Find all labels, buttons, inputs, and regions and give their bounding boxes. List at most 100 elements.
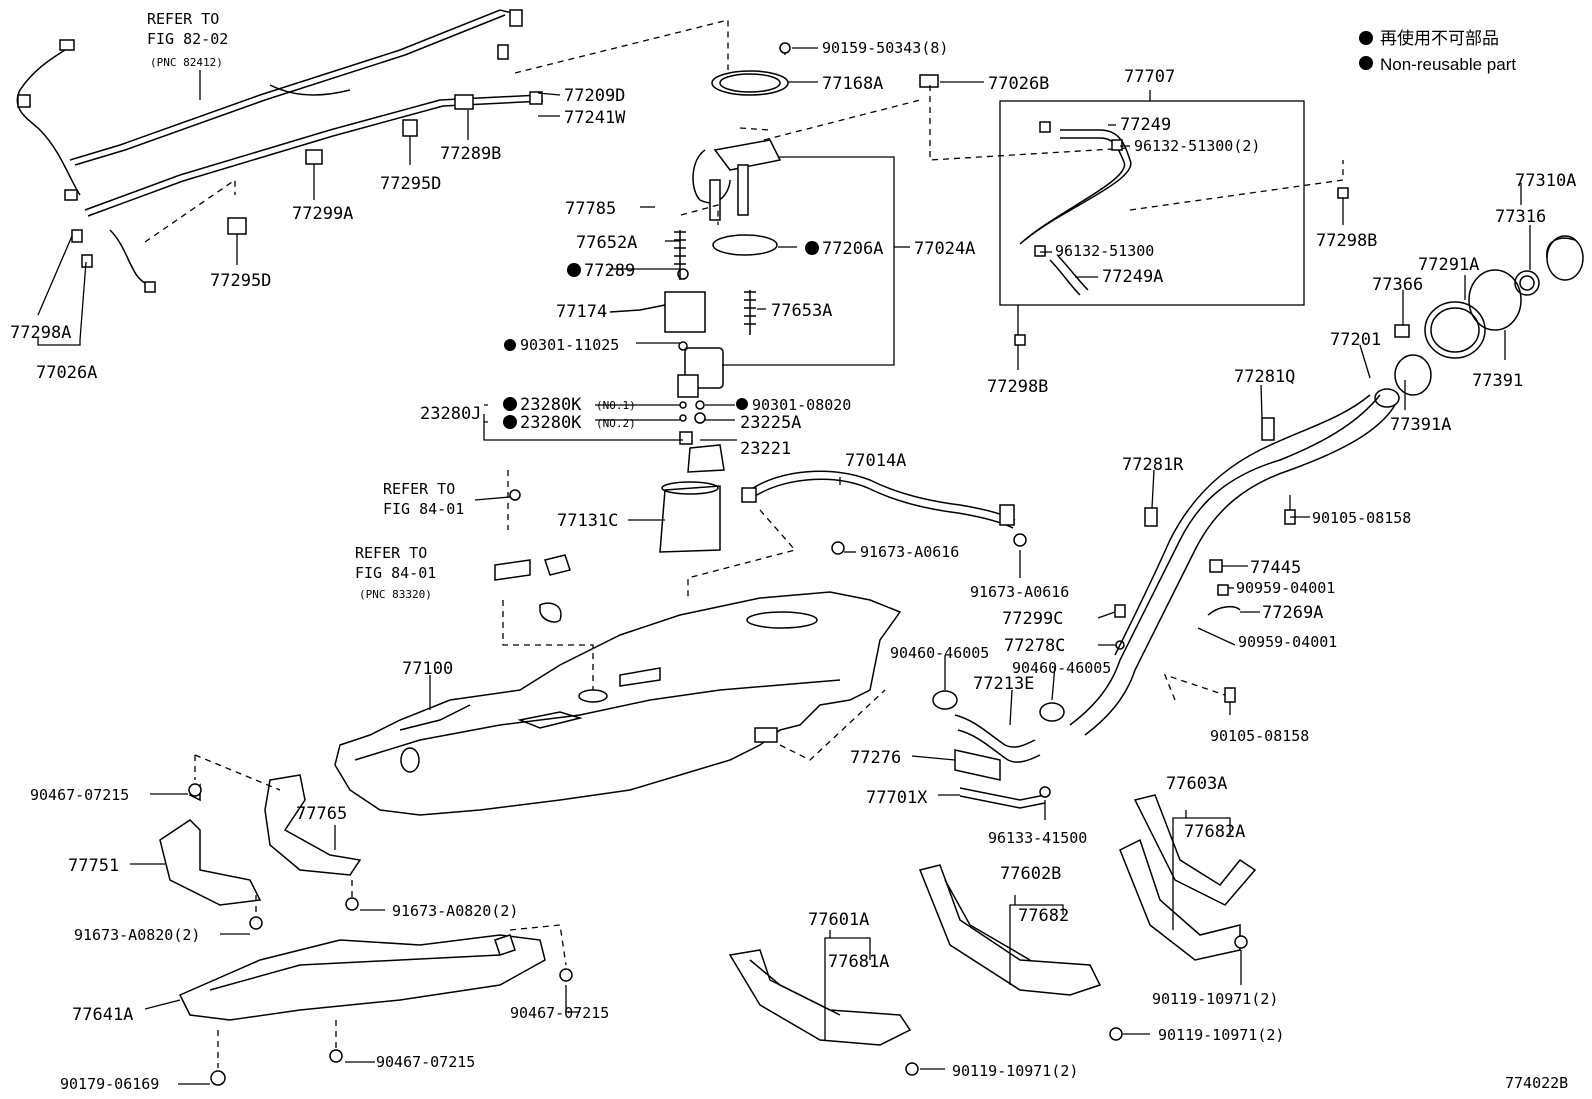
part-label: 77249 — [1120, 115, 1171, 135]
part-label: 91673-A0616 — [860, 543, 959, 561]
part-label: 77174 — [556, 302, 607, 322]
part-label: 77026A — [36, 363, 97, 383]
part-label: 77445 — [1250, 558, 1301, 578]
part-label: 77391 — [1472, 371, 1523, 391]
part-label: 90301-11025 — [520, 336, 619, 354]
part-label: 77298B — [1316, 231, 1377, 251]
part-label: 77168A — [822, 74, 883, 94]
part-label: 90119-10971(2) — [1158, 1026, 1284, 1044]
part-label: 96132-51300(2) — [1134, 137, 1260, 155]
part-label: 77213E — [973, 674, 1034, 694]
part-label: (NO.2) — [596, 417, 636, 430]
part-label: 77701X — [866, 788, 928, 808]
part-label: 23221 — [740, 439, 791, 459]
part-label: 77299A — [292, 204, 353, 224]
part-label: 77653A — [771, 301, 832, 321]
part-label: 23225A — [740, 413, 801, 433]
tank-bands — [728, 794, 1257, 1076]
ref-note-3b: FIG 84-01 — [355, 564, 436, 582]
ref-note-1c: (PNC 82412) — [150, 56, 223, 69]
vent-hose-box — [999, 90, 1349, 370]
part-label: 77291A — [1418, 255, 1479, 275]
part-label: 77298A — [10, 323, 71, 343]
ref-note-2b: FIG 84-01 — [383, 500, 464, 518]
part-label: 77299C — [1002, 609, 1063, 629]
fuel-tank — [334, 470, 902, 816]
non-reusable-marker-icon — [1359, 31, 1373, 45]
part-label: 77316 — [1495, 207, 1546, 227]
filler-neck-assembly — [1069, 183, 1584, 736]
legend-line-2: Non-reusable part — [1380, 55, 1516, 74]
part-label: 77310A — [1515, 171, 1576, 191]
ref-note-3a: REFER TO — [355, 544, 427, 562]
part-label: 90467-07215 — [510, 1004, 609, 1022]
part-label: 77295D — [380, 174, 441, 194]
non-reusable-marker-icon — [567, 263, 581, 277]
part-label: 23280J — [420, 404, 481, 424]
ref-note-2a: REFER TO — [383, 480, 455, 498]
part-label: 77765 — [296, 804, 347, 824]
part-label: 90467-07215 — [376, 1053, 475, 1071]
figure-id: 774022B — [1505, 1074, 1568, 1092]
part-label: 90467-07215 — [30, 786, 129, 804]
part-label: 90159-50343(8) — [822, 39, 948, 57]
part-label: 77100 — [402, 659, 453, 679]
part-label: 90301-08020 — [752, 396, 851, 414]
part-label: 77209D — [564, 86, 625, 106]
part-label: 77131C — [557, 511, 618, 531]
hose-group — [911, 655, 1065, 820]
part-label: 77751 — [68, 856, 119, 876]
part-label: 77289B — [440, 144, 501, 164]
part-label: 77206A — [822, 239, 883, 259]
pump-assembly — [483, 42, 1131, 600]
ref-note-1b: FIG 82-02 — [147, 30, 228, 48]
legend: 再使用不可部品 Non-reusable part — [1359, 28, 1516, 74]
part-label: 77652A — [576, 233, 637, 253]
non-reusable-marker-icon — [504, 339, 516, 351]
part-label: 90959-04001 — [1236, 579, 1335, 597]
part-label: 91673-A0820(2) — [74, 926, 200, 944]
part-label: 77201 — [1330, 330, 1381, 350]
part-label: 77281R — [1122, 455, 1184, 475]
part-label: 77366 — [1372, 275, 1423, 295]
protector-brackets — [130, 754, 580, 1086]
part-label: 77295D — [210, 271, 271, 291]
part-label: 23280K — [520, 413, 582, 433]
part-label: 77289 — [584, 261, 635, 281]
part-label: 77014A — [845, 451, 906, 471]
part-label: 90105-08158 — [1210, 727, 1309, 745]
part-label: 77241W — [564, 108, 626, 128]
fuel-lines-upper — [16, 9, 729, 346]
part-label: 77298B — [987, 377, 1048, 397]
part-label: 23280K — [520, 395, 582, 415]
part-label: 77281Q — [1234, 367, 1295, 387]
part-label: 90460-46005 — [890, 644, 989, 662]
non-reusable-marker-icon — [503, 415, 517, 429]
non-reusable-marker-icon — [736, 398, 748, 410]
part-label: 77024A — [914, 239, 975, 259]
part-label: 90105-08158 — [1312, 509, 1411, 527]
part-label: 90460-46005 — [1012, 659, 1111, 677]
part-label: 77601A — [808, 910, 869, 930]
legend-line-1: 再使用不可部品 — [1380, 28, 1499, 48]
part-label: 77603A — [1166, 774, 1227, 794]
part-label: 77681A — [828, 952, 889, 972]
part-label: 77269A — [1262, 603, 1323, 623]
part-label: 77641A — [72, 1005, 133, 1025]
part-label: 77707 — [1124, 67, 1175, 87]
part-label: 91673-A0616 — [970, 583, 1069, 601]
part-label: 90959-04001 — [1238, 633, 1337, 651]
part-label: 90119-10971(2) — [1152, 990, 1278, 1008]
ref-note-1a: REFER TO — [147, 10, 219, 28]
part-label: (NO.1) — [596, 399, 636, 412]
non-reusable-marker-icon — [805, 241, 819, 255]
part-label: 77249A — [1102, 267, 1163, 287]
part-label: 77026B — [988, 74, 1049, 94]
part-label: 96132-51300 — [1055, 242, 1154, 260]
part-label: 77278C — [1004, 636, 1065, 656]
part-label: 96133-41500 — [988, 829, 1087, 847]
part-labels: REFER TO FIG 82-02 (PNC 82412) REFER TO … — [10, 10, 1576, 1093]
ref-note-3c: (PNC 83320) — [359, 588, 432, 601]
part-label: 77682 — [1018, 906, 1069, 926]
